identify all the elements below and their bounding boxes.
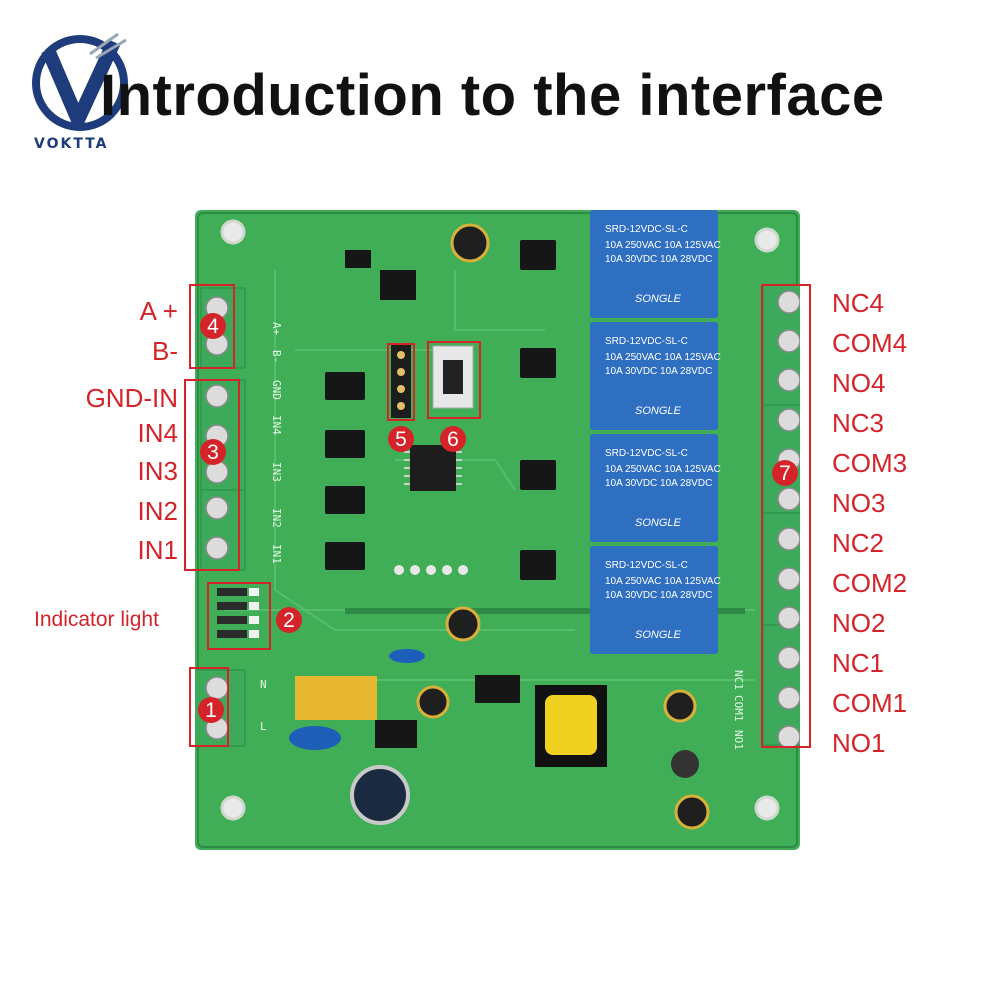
relay-label: 10A 30VDC 10A 28VDC	[605, 254, 712, 265]
callout-5-badge	[388, 426, 414, 452]
callout-6-number: 6	[447, 428, 459, 451]
callout-3-number: 3	[207, 441, 219, 464]
mcu-chip	[410, 445, 456, 491]
label-in4: IN4	[137, 418, 178, 448]
label-in3: IN3	[137, 456, 178, 486]
label-a-plus: A +	[139, 296, 178, 326]
callout-4-badge	[200, 313, 226, 339]
callout-1-number: 1	[205, 699, 217, 722]
label-nc2: NC2	[832, 528, 885, 558]
relay-label: 10A 250VAC 10A 125VAC	[605, 240, 721, 251]
label-com3: COM3	[832, 448, 908, 478]
brand-name: VOKTTA	[34, 136, 109, 152]
silk-l: L	[260, 720, 267, 733]
callout-1-badge	[198, 697, 224, 723]
silk-no1: NO1	[732, 730, 745, 750]
relay-label: 10A 30VDC 10A 28VDC	[605, 478, 712, 489]
silk-in1: IN1	[270, 544, 283, 564]
label-b-minus: B-	[152, 336, 178, 366]
silk-com1: COM1	[732, 695, 745, 722]
relay-label: SRD-12VDC-SL-C	[605, 336, 688, 347]
relay-label: SRD-12VDC-SL-C	[605, 448, 688, 459]
silk-gnd: GND	[270, 380, 283, 400]
relay-label: 10A 250VAC 10A 125VAC	[605, 352, 721, 363]
silk-nc1: NC1	[732, 670, 745, 690]
voktta-logo	[32, 32, 128, 131]
relay-label: SONGLE	[635, 405, 682, 417]
silk-in2: IN2	[270, 508, 283, 528]
relay-label: 10A 250VAC 10A 125VAC	[605, 576, 721, 587]
relay-label: SONGLE	[635, 517, 682, 529]
callout-4-number: 4	[207, 315, 219, 338]
callout-6-badge	[440, 426, 466, 452]
relay-label: 10A 30VDC 10A 28VDC	[605, 366, 712, 377]
label-nc4: NC4	[832, 288, 885, 318]
label-no2: NO2	[832, 608, 886, 638]
callout-7-badge	[772, 460, 798, 486]
label-nc3: NC3	[832, 408, 885, 438]
label-in2: IN2	[137, 496, 178, 526]
relay-label: SONGLE	[635, 293, 682, 305]
relay-label: SRD-12VDC-SL-C	[605, 224, 688, 235]
silk-b: B-	[270, 350, 283, 363]
relay-label: 10A 250VAC 10A 125VAC	[605, 464, 721, 475]
header-pins	[391, 344, 411, 418]
callout-5-number: 5	[395, 428, 407, 451]
label-no3: NO3	[832, 488, 886, 518]
page-title: Introduction to the interface	[100, 63, 885, 128]
label-no1: NO1	[832, 728, 886, 758]
label-gnd-in: GND-IN	[85, 383, 178, 413]
label-com1: COM1	[832, 688, 908, 718]
label-com4: COM4	[832, 328, 908, 358]
callout-2-badge	[276, 607, 302, 633]
label-in1: IN1	[137, 535, 178, 565]
silk-in3: IN3	[270, 462, 283, 482]
relay-label: 10A 30VDC 10A 28VDC	[605, 590, 712, 601]
relay-label: SRD-12VDC-SL-C	[605, 560, 688, 571]
silk-a: A+	[270, 322, 283, 336]
relay-blocks	[590, 210, 718, 654]
callout-2-number: 2	[283, 609, 295, 632]
label-nc1: NC1	[832, 648, 885, 678]
callout-7-number: 7	[779, 462, 791, 485]
mounting-holes	[220, 219, 780, 821]
label-indicator-light: Indicator light	[34, 608, 159, 631]
x-capacitor	[295, 676, 377, 720]
silk-in4: IN4	[270, 415, 283, 435]
callout-3-badge	[200, 439, 226, 465]
silk-n: N	[260, 678, 267, 691]
relay-label: SONGLE	[635, 629, 682, 641]
optocouplers	[325, 240, 556, 748]
capacitors	[350, 223, 710, 830]
label-no4: NO4	[832, 368, 886, 398]
label-com2: COM2	[832, 568, 908, 598]
